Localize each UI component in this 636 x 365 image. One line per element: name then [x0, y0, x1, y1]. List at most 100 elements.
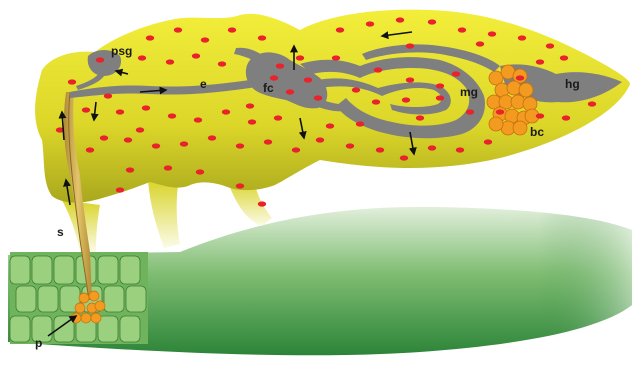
leg-middle	[148, 180, 180, 248]
virus-particle	[396, 17, 404, 22]
virus-particle	[236, 143, 244, 148]
virus-particle	[436, 95, 444, 100]
virus-particle	[142, 105, 150, 110]
virus-particle	[428, 19, 436, 24]
phloem-particle	[91, 313, 101, 323]
virus-particle	[146, 35, 154, 40]
virus-particle	[296, 55, 304, 60]
virus-particle	[201, 37, 209, 42]
virus-particle	[476, 41, 484, 46]
virus-particle	[166, 59, 174, 64]
virus-particle	[546, 43, 554, 48]
virus-particle	[304, 77, 312, 82]
label-hg: hg	[565, 77, 580, 91]
virus-particle	[286, 89, 294, 94]
virus-particle	[374, 67, 382, 72]
virus-particle	[246, 103, 254, 108]
virus-particle	[456, 147, 464, 152]
virus-particle	[496, 109, 504, 114]
virus-particle	[174, 27, 182, 32]
virus-particle	[164, 165, 172, 170]
phloem-particle	[81, 313, 91, 323]
virus-particle	[484, 139, 492, 144]
plant-cell	[38, 286, 58, 312]
virus-particle	[346, 143, 354, 148]
virus-particle	[116, 109, 124, 114]
virus-particle	[400, 155, 408, 160]
virus-particle	[116, 187, 124, 192]
phloem-particle	[89, 291, 99, 301]
label-bc: bc	[530, 125, 544, 139]
virus-particle	[180, 141, 188, 146]
bacteriocyte	[513, 121, 527, 135]
virus-particle	[82, 107, 90, 112]
virus-particle	[192, 53, 200, 58]
virus-particle	[458, 27, 466, 32]
label-e: e	[200, 77, 207, 91]
virus-particle	[258, 35, 266, 40]
virus-particle	[376, 147, 384, 152]
virus-particle	[124, 137, 132, 142]
virus-particle	[518, 35, 526, 40]
virus-particle	[276, 63, 284, 68]
virus-particle	[562, 115, 570, 120]
virus-particle	[222, 109, 230, 114]
virus-particle	[100, 135, 108, 140]
phloem-particle	[95, 301, 105, 311]
virus-particle	[86, 147, 94, 152]
bacteriocyte	[489, 117, 503, 131]
virus-particle	[236, 183, 244, 188]
virus-particle	[314, 95, 322, 100]
plant-cell	[98, 256, 118, 284]
virus-particle	[264, 139, 272, 144]
virus-particle	[452, 71, 460, 76]
plant-cell	[16, 286, 36, 312]
virus-particle	[248, 119, 256, 124]
label-fc: fc	[263, 81, 274, 95]
virus-particle	[168, 113, 176, 118]
bacteriocyte	[519, 83, 533, 97]
virus-particle	[372, 99, 380, 104]
plant-cell	[104, 286, 124, 312]
virus-particle	[208, 135, 216, 140]
virus-particle	[536, 113, 544, 118]
plant-cell	[120, 256, 140, 284]
plant-cell	[10, 316, 30, 342]
virus-particle	[126, 167, 134, 172]
plant-cell	[32, 256, 52, 284]
virus-particle	[406, 43, 414, 48]
label-psg: psg	[111, 44, 132, 58]
virus-particle	[352, 87, 360, 92]
label-p: p	[35, 336, 42, 350]
virus-particle	[402, 97, 410, 102]
phloem-particle	[75, 303, 85, 313]
plant-cell	[10, 256, 30, 284]
plant-cell	[120, 316, 140, 342]
virus-particle	[270, 75, 278, 80]
virus-particle	[416, 115, 424, 120]
virus-particle	[332, 55, 340, 60]
virus-particle	[218, 61, 226, 66]
virus-particle	[136, 127, 144, 132]
virus-particle	[68, 79, 76, 84]
virus-particle	[326, 123, 334, 128]
phloem-particle	[79, 293, 89, 303]
virus-particle	[536, 59, 544, 64]
virus-particle	[228, 27, 236, 32]
plant-cells	[10, 256, 146, 342]
label-s: s	[57, 225, 64, 239]
virus-particle	[336, 27, 344, 32]
virus-particle	[406, 77, 414, 82]
virus-particle	[274, 115, 282, 120]
virus-particle	[152, 143, 160, 148]
virus-particle	[356, 121, 364, 126]
virus-particle	[366, 21, 374, 26]
plant-cell	[54, 256, 74, 284]
virus-particle	[196, 169, 204, 174]
plant-cell	[126, 286, 146, 312]
virus-particle	[138, 55, 146, 60]
virus-particle	[516, 75, 524, 80]
virus-particle	[488, 31, 496, 36]
